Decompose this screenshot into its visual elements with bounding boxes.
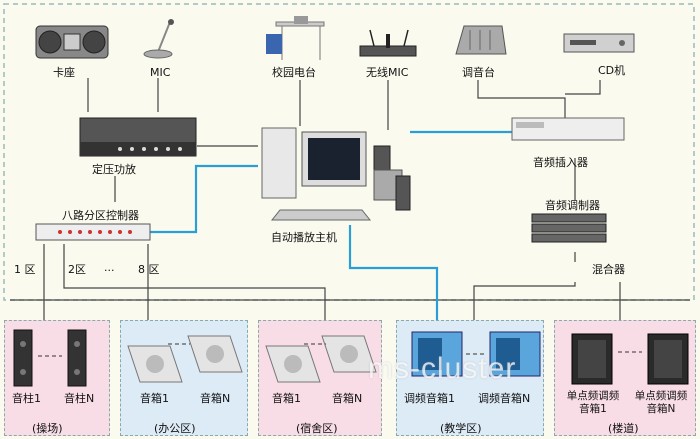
zone-dorm-name: (宿舍区)	[296, 422, 338, 435]
zone-dorm-device-a: 音箱1	[272, 392, 301, 405]
label-mic: MIC	[150, 66, 171, 79]
cassette-icon	[35, 25, 109, 59]
amplifier-icon	[79, 117, 197, 157]
zone-dorm-device-b: 音箱N	[332, 392, 363, 405]
wall-speaker-icon	[571, 333, 613, 385]
zone-teaching-name: (教学区)	[440, 422, 482, 435]
label-host: 自动播放主机	[271, 231, 337, 244]
mic-icon	[143, 19, 174, 59]
wireless-mic-icon	[359, 29, 417, 57]
label-mixer-desk: 调音台	[462, 66, 495, 79]
label-zone-controller: 八路分区控制器	[62, 209, 139, 222]
label-wireless-mic: 无线MIC	[366, 66, 409, 79]
label-zone-8: 8 区	[138, 263, 160, 276]
label-cd-player: CD机	[598, 64, 626, 77]
label-zone-dots: ...	[104, 261, 115, 274]
ceiling-speaker-icon	[127, 345, 183, 383]
column-speaker-icon	[67, 329, 87, 387]
zone-playground-device-a: 音柱1	[12, 392, 41, 405]
ceiling-speaker-icon	[265, 345, 321, 383]
zone-hallway-device-b: 单点频调频 音箱N	[634, 390, 688, 415]
host-computer-icon	[261, 127, 411, 221]
wall-speaker-icon	[647, 333, 689, 385]
zone-playground-device-b: 音柱N	[64, 392, 95, 405]
zone-office-device-a: 音箱1	[140, 392, 169, 405]
zone-office-device-b: 音箱N	[200, 392, 231, 405]
zone-teaching-device-a: 调频音箱1	[404, 392, 455, 405]
main-frame	[3, 3, 695, 301]
wire-cd-inserter	[565, 80, 601, 95]
desk-icon	[266, 16, 325, 60]
label-campus-station: 校园电台	[272, 66, 316, 79]
zone-hallway-device-a: 单点频调频 音箱1	[566, 390, 620, 415]
zone-teaching-device-b: 调频音箱N	[478, 392, 531, 405]
label-audio-modulator: 音频调制器	[545, 199, 600, 212]
ceiling-speaker-icon	[187, 335, 243, 373]
label-amplifier: 定压功放	[92, 163, 136, 176]
label-audio-inserter: 音频插入器	[533, 156, 588, 169]
cd-player-icon	[563, 33, 635, 53]
zone-controller-icon	[35, 223, 151, 241]
zone-hallway-name: (楼道)	[608, 422, 639, 435]
wire-combiner-teach	[473, 282, 576, 320]
column-speaker-icon	[13, 329, 33, 387]
ceiling-speaker-icon	[321, 335, 377, 373]
wire-blue-host-teach	[348, 225, 439, 320]
fm-speaker-icon	[411, 331, 463, 377]
audio-modulator-icon	[531, 213, 607, 243]
label-cassette: 卡座	[53, 66, 75, 79]
mixer-desk-icon	[455, 25, 507, 55]
label-combiner: 混合器	[592, 263, 625, 276]
wire-blue-controller-host	[150, 164, 258, 234]
wire-zone2	[63, 244, 326, 320]
zone-office-name: (办公区)	[154, 422, 196, 435]
wire-mixer-inserter	[477, 80, 566, 118]
audio-inserter-icon	[511, 117, 625, 141]
fm-speaker-icon	[489, 331, 541, 377]
label-zone-1: 1 区	[14, 263, 36, 276]
zone-playground-name: (操场)	[32, 422, 63, 435]
label-zone-2: 2区	[68, 263, 86, 276]
